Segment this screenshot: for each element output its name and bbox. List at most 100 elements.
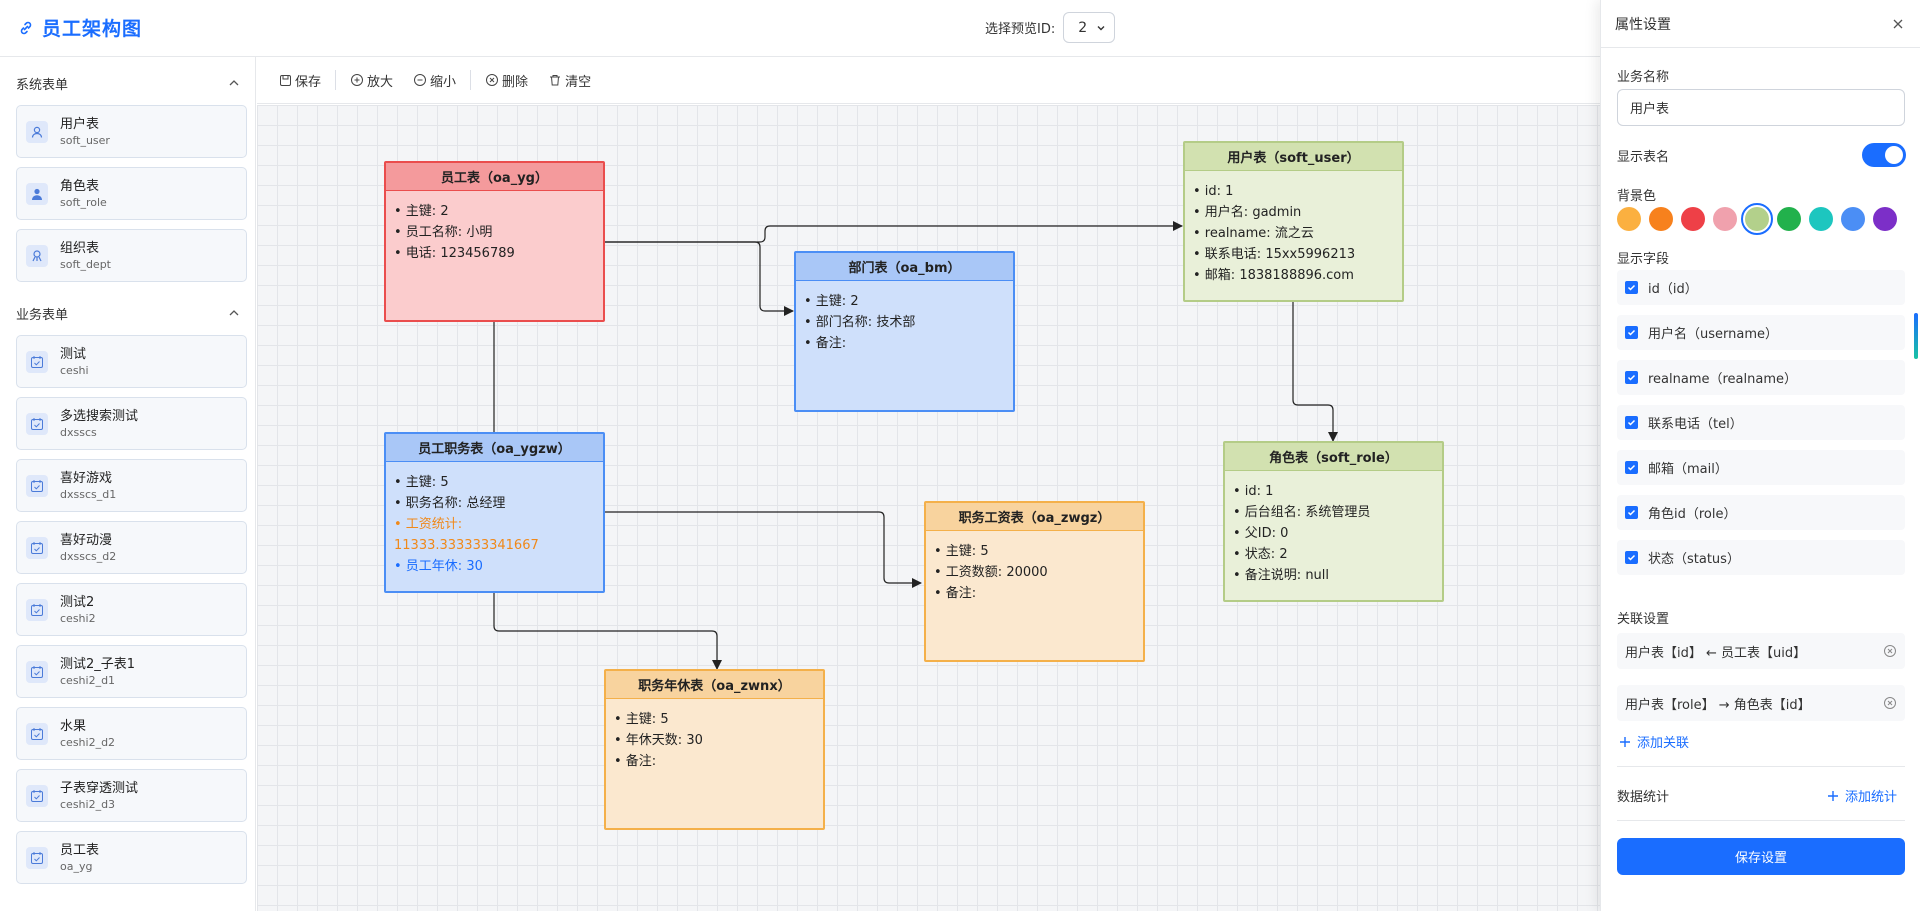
node-field: • 主键: 2 <box>394 204 449 219</box>
node-fields: • 主键: 2 • 部门名称: 技术部 • 备注: <box>796 281 1013 354</box>
item-code: ceshi2_d1 <box>60 673 116 687</box>
node-field: • 主键: 5 <box>934 544 989 559</box>
table-node-oa-zwnx[interactable]: 职务年休表（oa_zwnx） • 主键: 5 • 年休天数: 30 • 备注: <box>604 669 825 830</box>
zoom-out-label: 缩小 <box>430 74 457 90</box>
node-fields: • 主键: 5 • 年休天数: 30 • 备注: <box>606 699 823 772</box>
display-field-item[interactable]: 角色id（role） <box>1617 495 1905 530</box>
table-node-oa-ygzw[interactable]: 员工职务表（oa_ygzw） • 主键: 5 • 职务名称: 总经理 • 工资统… <box>384 432 605 593</box>
node-field: • 主键: 5 <box>394 475 449 490</box>
relation-text: 用户表【role】 → 角色表【id】 <box>1625 697 1811 713</box>
close-icon[interactable] <box>1892 18 1904 30</box>
show-table-name-toggle[interactable] <box>1862 143 1906 167</box>
add-stats-button[interactable]: 添加统计 <box>1827 786 1897 805</box>
node-fields: • 主键: 5 • 职务名称: 总经理 • 工资统计: 11333.333333… <box>386 462 603 577</box>
node-fields: • id: 1 • 后台组名: 系统管理员 • 父ID: 0 • 状态: 2 •… <box>1225 471 1442 586</box>
zoom-out-button[interactable]: 缩小 <box>403 68 466 92</box>
table-node-soft-role[interactable]: 角色表（soft_role） • id: 1 • 后台组名: 系统管理员 • 父… <box>1223 441 1444 602</box>
color-swatch[interactable] <box>1649 207 1673 231</box>
system-group-header[interactable]: 系统表单 <box>16 73 240 93</box>
table-node-soft-user[interactable]: 用户表（soft_user） • id: 1 • 用户名: gadmin • r… <box>1183 141 1404 302</box>
save-label: 保存 <box>295 74 322 90</box>
checkbox-checked-icon[interactable] <box>1625 281 1638 294</box>
form-icon <box>26 412 48 435</box>
role-icon <box>26 182 48 205</box>
checkbox-checked-icon[interactable] <box>1625 461 1638 474</box>
clear-button[interactable]: 清空 <box>538 68 601 92</box>
item-name: 喜好动漫 <box>60 532 113 548</box>
field-label: 角色id（role） <box>1648 507 1737 522</box>
display-field-item[interactable]: id（id） <box>1617 270 1905 305</box>
save-button[interactable]: 保存 <box>269 68 331 92</box>
toolbar-divider <box>470 70 472 90</box>
checkbox-checked-icon[interactable] <box>1625 416 1638 429</box>
diagram-canvas[interactable]: 员工表（oa_yg） • 主键: 2 • 员工名称: 小明 • 电话: 1234… <box>257 105 1600 911</box>
item-name: 员工表 <box>60 842 100 858</box>
business-group-label: 业务表单 <box>16 307 69 323</box>
add-relation-button[interactable]: 添加关联 <box>1619 732 1689 751</box>
bg-color-swatches <box>1617 203 1897 235</box>
item-code: dxsscs_d2 <box>60 549 117 563</box>
canvas-toolbar: 保存 放大 缩小 删除 清空 <box>257 57 1600 104</box>
relation-line <box>493 592 722 670</box>
display-field-item[interactable]: 状态（status） <box>1617 540 1905 575</box>
zoom-in-button[interactable]: 放大 <box>340 68 403 92</box>
save-settings-button[interactable]: 保存设置 <box>1617 838 1905 875</box>
color-swatch[interactable] <box>1809 207 1833 231</box>
delete-icon <box>486 74 499 86</box>
table-node-oa-yg[interactable]: 员工表（oa_yg） • 主键: 2 • 员工名称: 小明 • 电话: 1234… <box>384 161 605 322</box>
relation-item[interactable]: 用户表【id】 ← 员工表【uid】 <box>1617 633 1905 669</box>
plus-icon <box>1828 790 1838 801</box>
node-field: • realname: 流之云 <box>1193 226 1314 241</box>
color-swatch[interactable] <box>1841 207 1865 231</box>
display-field-item[interactable]: 联系电话（tel） <box>1617 405 1905 440</box>
color-swatch[interactable] <box>1681 207 1705 231</box>
zoom-in-icon <box>351 74 364 86</box>
chevron-down-icon <box>1097 25 1105 30</box>
table-node-oa-bm[interactable]: 部门表（oa_bm） • 主键: 2 • 部门名称: 技术部 • 备注: <box>794 251 1015 412</box>
color-swatch[interactable] <box>1617 207 1641 231</box>
node-field: • 部门名称: 技术部 <box>804 315 916 330</box>
checkbox-checked-icon[interactable] <box>1625 551 1638 564</box>
node-field: • 主键: 2 <box>804 294 859 309</box>
remove-circle-icon[interactable] <box>1883 696 1897 710</box>
display-field-item[interactable]: realname（realname） <box>1617 360 1905 395</box>
table-node-oa-zwgz[interactable]: 职务工资表（oa_zwgz） • 主键: 5 • 工资数额: 20000 • 备… <box>924 501 1145 662</box>
checkbox-checked-icon[interactable] <box>1625 506 1638 519</box>
item-name: 测试2 <box>60 594 95 610</box>
zoom-out-icon <box>414 74 427 86</box>
color-swatch[interactable] <box>1777 207 1801 231</box>
checkbox-checked-icon[interactable] <box>1625 371 1638 384</box>
relation-item[interactable]: 用户表【role】 → 角色表【id】 <box>1617 685 1905 721</box>
item-name: 喜好游戏 <box>60 470 113 486</box>
remove-circle-icon[interactable] <box>1883 644 1897 658</box>
color-swatch[interactable] <box>1713 207 1737 231</box>
checkbox-checked-icon[interactable] <box>1625 326 1638 339</box>
preview-id-select[interactable]: 2 <box>1063 12 1116 43</box>
item-name: 多选搜索测试 <box>60 408 139 424</box>
display-field-item[interactable]: 邮箱（mail） <box>1617 450 1905 485</box>
color-swatch[interactable] <box>1741 203 1773 235</box>
delete-button[interactable]: 删除 <box>475 68 538 92</box>
color-swatch[interactable] <box>1873 207 1897 231</box>
add-stats-label: 添加统计 <box>1845 790 1898 805</box>
page-title: 员工架构图 <box>42 18 143 40</box>
biz-name-input[interactable]: 用户表 <box>1617 89 1905 126</box>
node-fields: • 主键: 2 • 员工名称: 小明 • 电话: 123456789 <box>386 191 603 264</box>
node-field: • 后台组名: 系统管理员 <box>1233 505 1371 520</box>
fields-scrollbar[interactable] <box>1914 313 1918 359</box>
display-field-item[interactable]: 用户名（username） <box>1617 315 1905 350</box>
system-group-label: 系统表单 <box>16 77 69 93</box>
business-group-header[interactable]: 业务表单 <box>16 303 240 323</box>
